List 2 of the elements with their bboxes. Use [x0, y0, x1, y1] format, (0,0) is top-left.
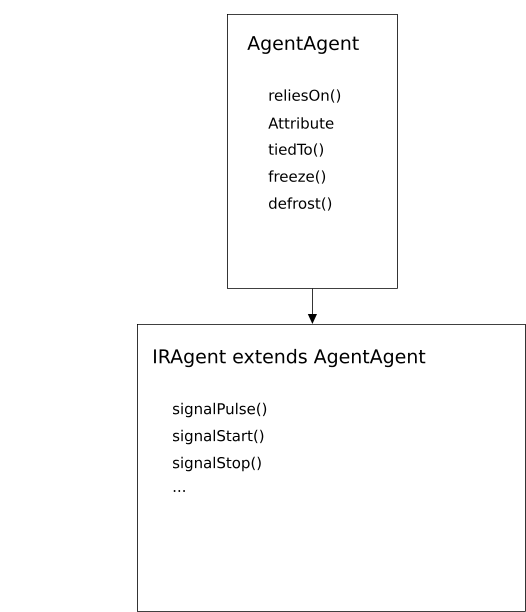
class-box: IRAgent extends AgentAgent signalPulse() signalStart() signalStop() ... — [137, 324, 526, 612]
class-box: AgentAgent reliesOn() Attribute tiedTo() freeze() defrost() — [227, 14, 398, 289]
